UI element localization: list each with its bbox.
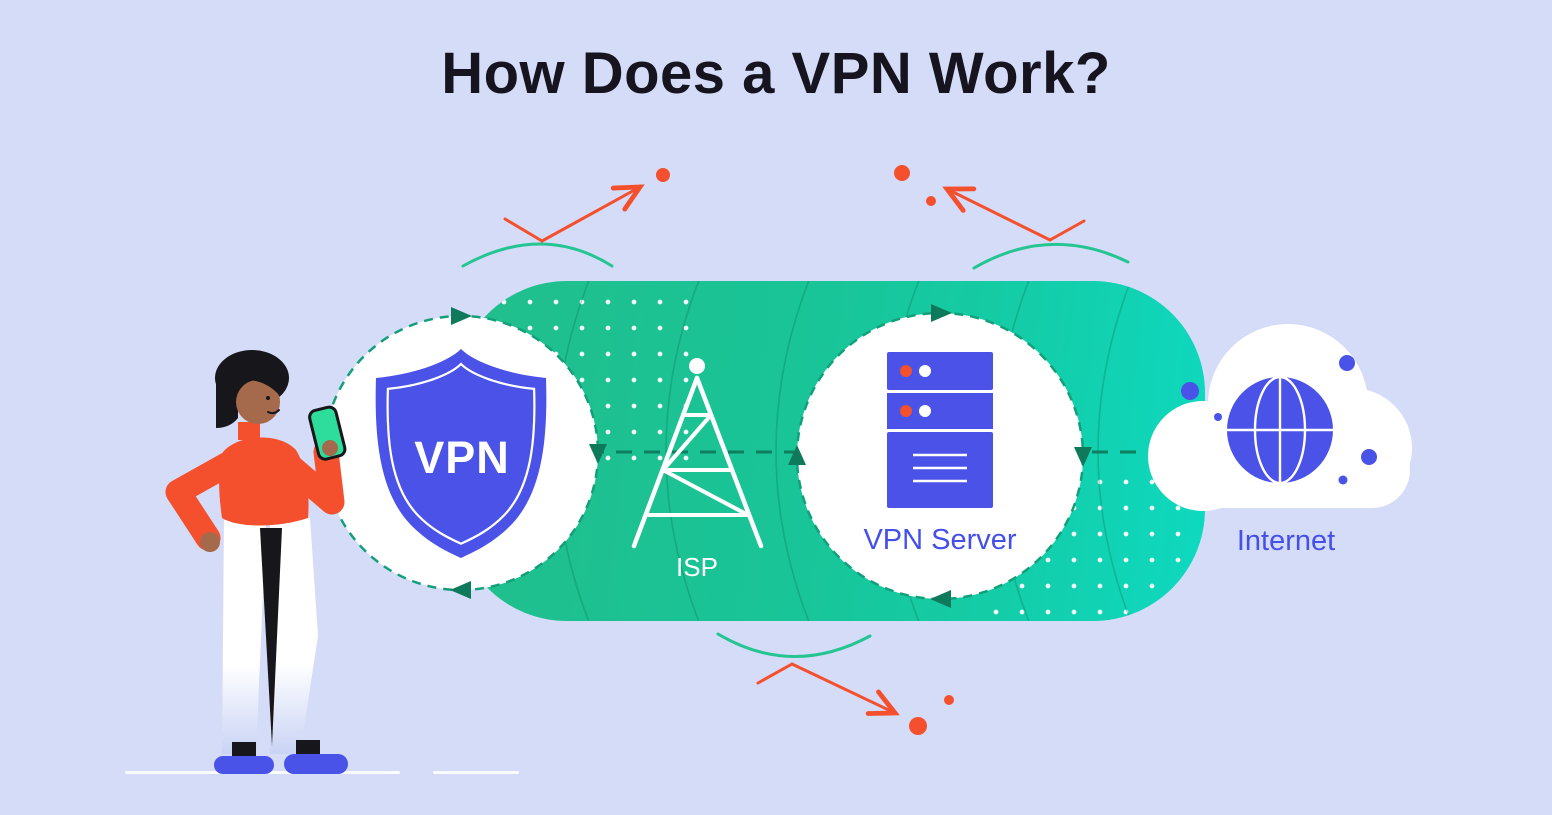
network-node-dots bbox=[1181, 355, 1377, 485]
isp-tower-icon bbox=[631, 358, 764, 549]
vpn-server-icon bbox=[887, 352, 993, 508]
isp-label: ISP bbox=[676, 552, 718, 582]
vpn-shield-icon bbox=[375, 349, 547, 558]
vpn-server-label: VPN Server bbox=[863, 524, 1017, 556]
page-title: How Does a VPN Work? bbox=[441, 41, 1111, 106]
vpn-shield-label: VPN bbox=[414, 432, 510, 483]
shoe bbox=[214, 756, 274, 774]
shoe bbox=[284, 754, 348, 774]
threat-arrows bbox=[503, 184, 1086, 716]
deflect-arc bbox=[461, 242, 1130, 658]
threat-dots bbox=[656, 165, 954, 735]
internet-label: Internet bbox=[1236, 525, 1336, 557]
person-with-smartphone bbox=[165, 350, 348, 774]
globe-icon bbox=[1227, 375, 1333, 485]
ground-line-short bbox=[433, 771, 519, 774]
